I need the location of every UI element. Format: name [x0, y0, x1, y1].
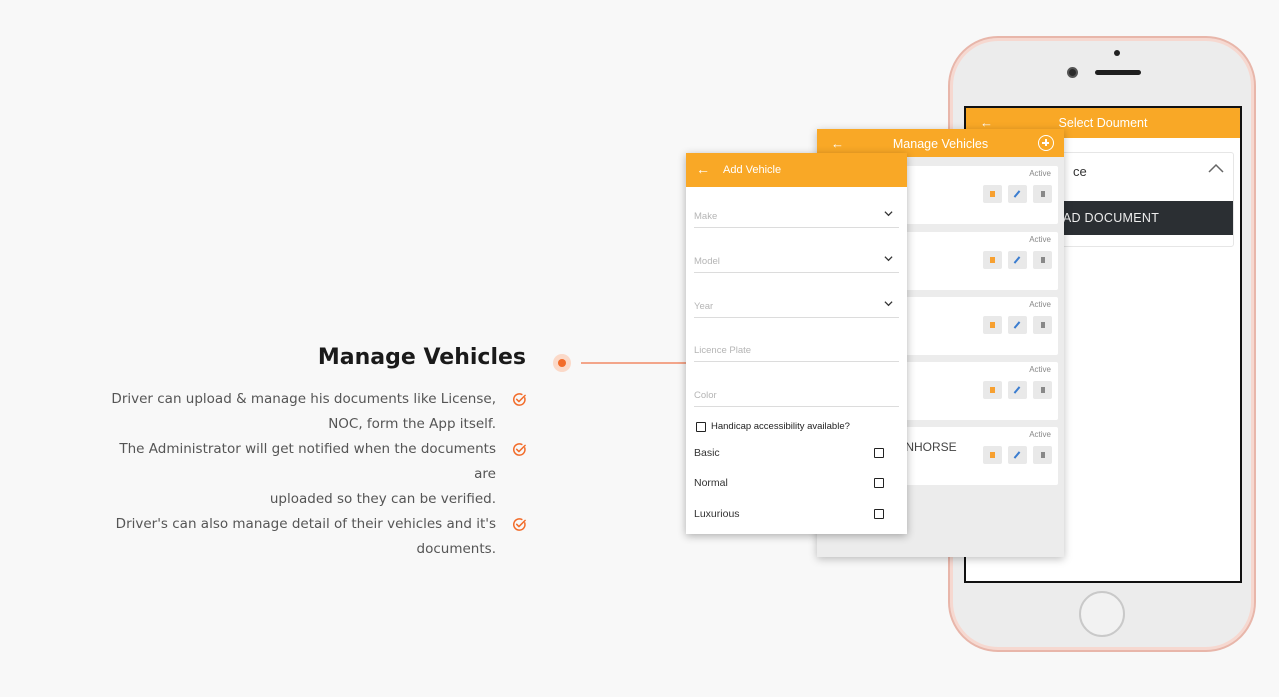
vehicle-actions	[983, 381, 1052, 399]
chevron-down-icon	[884, 211, 893, 217]
chevron-down-icon	[884, 256, 893, 262]
luxurious-checkbox[interactable]	[874, 509, 884, 519]
feature-title: Manage Vehicles	[317, 345, 526, 370]
select-document-title: Select Doument	[1058, 116, 1148, 130]
basic-checkbox[interactable]	[874, 448, 884, 458]
pencil-icon	[1013, 386, 1021, 394]
chevron-up-icon[interactable]	[1207, 159, 1225, 177]
feature-item-line: documents.	[416, 541, 496, 557]
trash-icon	[1041, 257, 1045, 263]
documents-button[interactable]	[983, 251, 1002, 269]
documents-button[interactable]	[983, 185, 1002, 203]
delete-button[interactable]	[1033, 446, 1052, 464]
timeline-connector	[581, 362, 687, 364]
licence-plate-placeholder: Licence Plate	[694, 345, 752, 356]
feature-item-line: NOC, form the App itself.	[328, 416, 496, 432]
normal-checkbox[interactable]	[874, 478, 884, 488]
add-vehicle-header: ← Add Vehicle	[686, 153, 907, 187]
check-circle-icon	[512, 393, 526, 406]
vehicle-status: Active	[1029, 430, 1051, 439]
phone-sensor	[1114, 50, 1120, 56]
manage-vehicles-title: Manage Vehicles	[892, 137, 989, 151]
edit-button[interactable]	[1008, 251, 1027, 269]
vehicle-type-luxurious[interactable]: Luxurious	[694, 508, 884, 520]
feature-item-line: Driver's can also manage detail of their…	[115, 516, 496, 532]
feature-item: Driver can upload & manage his documents…	[100, 387, 530, 437]
chevron-down-icon	[884, 301, 893, 307]
delete-button[interactable]	[1033, 316, 1052, 334]
vehicle-type-basic[interactable]: Basic	[694, 447, 884, 459]
add-vehicle-title: Add Vehicle	[723, 164, 782, 176]
delete-button[interactable]	[1033, 185, 1052, 203]
feature-item: The Administrator will get notified when…	[100, 437, 530, 512]
document-icon	[990, 257, 995, 263]
plus-circle-icon[interactable]	[1038, 135, 1054, 151]
document-icon	[990, 322, 995, 328]
document-icon	[990, 387, 995, 393]
model-placeholder: Model	[694, 256, 720, 267]
edit-button[interactable]	[1008, 316, 1027, 334]
phone-camera	[1067, 67, 1078, 78]
pencil-icon	[1013, 190, 1021, 198]
phone-home-button	[1079, 591, 1125, 637]
handicap-label: Handicap accessibility available?	[711, 421, 850, 432]
trash-icon	[1041, 322, 1045, 328]
phone-speaker	[1095, 70, 1141, 75]
document-name: ce	[1073, 164, 1087, 179]
color-input[interactable]: Color	[694, 377, 899, 407]
color-placeholder: Color	[694, 390, 717, 401]
feature-item-line: The Administrator will get notified when…	[119, 441, 496, 482]
vehicle-status: Active	[1029, 365, 1051, 374]
document-icon	[990, 452, 995, 458]
trash-icon	[1041, 387, 1045, 393]
documents-button[interactable]	[983, 446, 1002, 464]
make-dropdown[interactable]: Make	[694, 198, 899, 228]
handicap-checkbox[interactable]	[696, 421, 706, 432]
feature-item: Driver's can also manage detail of their…	[100, 512, 530, 562]
delete-button[interactable]	[1033, 381, 1052, 399]
vehicle-actions	[983, 185, 1052, 203]
edit-button[interactable]	[1008, 446, 1027, 464]
trash-icon	[1041, 452, 1045, 458]
vehicle-status: Active	[1029, 235, 1051, 244]
model-dropdown[interactable]: Model	[694, 243, 899, 273]
feature-item-line: uploaded so they can be verified.	[269, 491, 496, 507]
handicap-option[interactable]: Handicap accessibility available?	[696, 421, 850, 432]
vehicle-status: Active	[1029, 169, 1051, 178]
feature-list: Driver can upload & manage his documents…	[100, 387, 530, 562]
document-icon	[990, 191, 995, 197]
pencil-icon	[1013, 256, 1021, 264]
make-placeholder: Make	[694, 211, 718, 222]
check-circle-icon	[512, 443, 526, 456]
arrow-left-icon[interactable]: ←	[831, 136, 844, 151]
licence-plate-input[interactable]: Licence Plate	[694, 332, 899, 362]
year-dropdown[interactable]: Year	[694, 288, 899, 318]
timeline-dot	[553, 354, 571, 372]
vehicle-actions	[983, 316, 1052, 334]
check-circle-icon	[512, 518, 526, 531]
arrow-left-icon[interactable]: ←	[696, 161, 710, 177]
year-placeholder: Year	[694, 301, 714, 312]
documents-button[interactable]	[983, 316, 1002, 334]
vehicle-actions	[983, 446, 1052, 464]
delete-button[interactable]	[1033, 251, 1052, 269]
edit-button[interactable]	[1008, 185, 1027, 203]
add-vehicle-screen: ← Add Vehicle Make Model Year Licence Pl…	[686, 153, 907, 534]
feature-item-line: Driver can upload & manage his documents…	[111, 391, 496, 407]
vehicle-type-label: Luxurious	[694, 508, 740, 520]
vehicle-actions	[983, 251, 1052, 269]
trash-icon	[1041, 191, 1045, 197]
documents-button[interactable]	[983, 381, 1002, 399]
arrow-left-icon[interactable]: ←	[980, 115, 993, 130]
vehicle-status: Active	[1029, 300, 1051, 309]
manage-vehicles-header: ← Manage Vehicles	[817, 129, 1064, 157]
edit-button[interactable]	[1008, 381, 1027, 399]
vehicle-type-label: Basic	[694, 447, 720, 459]
vehicle-type-normal[interactable]: Normal	[694, 477, 884, 489]
pencil-icon	[1013, 321, 1021, 329]
pencil-icon	[1013, 451, 1021, 459]
vehicle-type-label: Normal	[694, 477, 728, 489]
